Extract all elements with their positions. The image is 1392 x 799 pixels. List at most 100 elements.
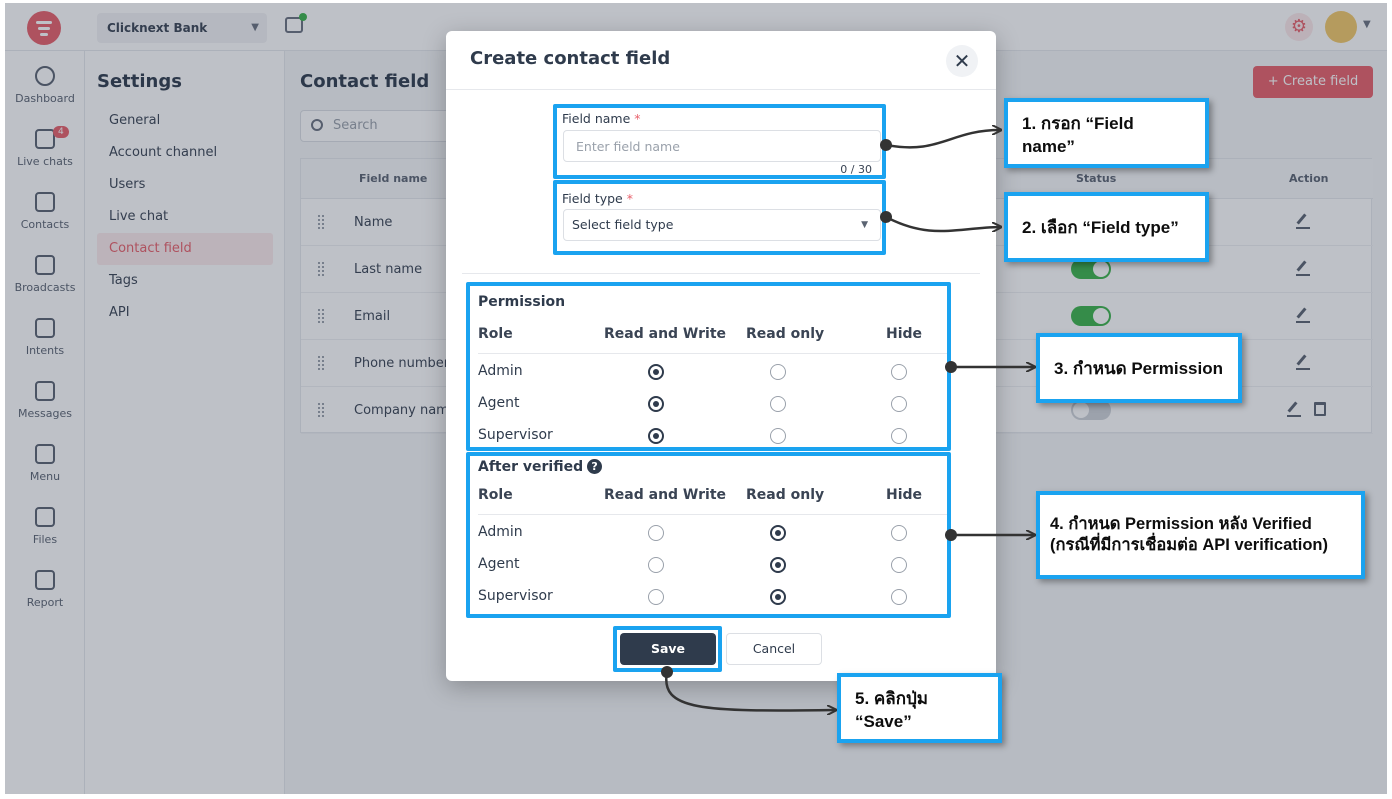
permission-agent-read-write-radio[interactable] <box>648 396 664 412</box>
callout-step5-text: 5. คลิกปุ่ม “Save” <box>855 688 928 731</box>
nav-label: Live chats <box>17 155 73 168</box>
nav-item-dashboard[interactable]: Dashboard <box>5 66 85 126</box>
create-field-button[interactable]: + Create field <box>1253 66 1373 98</box>
column-header-action: Action <box>1289 172 1329 185</box>
chevron-down-icon[interactable]: ▼ <box>1363 19 1371 30</box>
field-type-label-text: Field type <box>562 191 623 206</box>
nav-label: Files <box>32 533 58 546</box>
drag-handle-icon[interactable] <box>318 403 324 417</box>
callout-step2-text: 2. เลือก “Field type” <box>1022 217 1179 237</box>
col-read-only: Read only <box>746 487 825 503</box>
col-read-write: Read and Write <box>604 326 727 342</box>
permission-agent-hide-radio[interactable] <box>891 396 907 412</box>
nav-item-broadcasts[interactable]: Broadcasts <box>5 255 85 315</box>
notification-chat-icon[interactable] <box>285 13 307 33</box>
verified-supervisor-read-write-radio[interactable] <box>648 589 664 605</box>
modal-header-divider <box>446 89 996 90</box>
verified-admin-hide-radio[interactable] <box>891 525 907 541</box>
workspace-selector[interactable]: Clicknext Bank ▼ <box>97 13 267 43</box>
col-role: Role <box>478 326 513 342</box>
edit-icon[interactable] <box>1296 354 1310 370</box>
permission-admin-hide-radio[interactable] <box>891 364 907 380</box>
column-header-field-name: Field name <box>359 172 428 185</box>
page-title: Contact field <box>300 71 430 92</box>
callout-step4-line1: 4. กำหนด Permission หลัง Verified <box>1050 515 1312 533</box>
cancel-button[interactable]: Cancel <box>726 633 822 665</box>
edit-icon[interactable] <box>1296 213 1310 229</box>
role-agent: Agent <box>478 556 520 572</box>
verified-agent-hide-radio[interactable] <box>891 557 907 573</box>
drag-handle-icon[interactable] <box>318 356 324 370</box>
highlight-field-name <box>553 104 886 179</box>
settings-item-account-channel[interactable]: Account channel <box>109 145 218 160</box>
help-icon[interactable]: ? <box>587 459 603 474</box>
edit-icon[interactable] <box>1296 307 1310 323</box>
settings-item-live-chat[interactable]: Live chat <box>109 209 169 224</box>
permission-agent-read-only-radio[interactable] <box>770 396 786 412</box>
main-nav: Dashboard 4 Live chats Contacts Broadcas… <box>5 51 85 794</box>
highlight-permission <box>466 282 951 451</box>
nav-item-intents[interactable]: Intents <box>5 318 85 378</box>
close-icon[interactable]: ✕ <box>946 45 978 77</box>
verified-admin-read-write-radio[interactable] <box>648 525 664 541</box>
status-toggle[interactable] <box>1071 259 1111 279</box>
field-name-input[interactable] <box>563 130 881 162</box>
nav-item-contacts[interactable]: Contacts <box>5 192 85 252</box>
gear-icon[interactable]: ⚙ <box>1285 13 1313 41</box>
edit-icon[interactable] <box>1287 401 1301 417</box>
verified-supervisor-hide-radio[interactable] <box>891 589 907 605</box>
edit-icon[interactable] <box>1296 260 1310 276</box>
status-toggle[interactable] <box>1071 400 1111 420</box>
header-divider <box>478 353 948 354</box>
field-type-value: Select field type <box>572 217 674 232</box>
verified-admin-read-only-radio[interactable] <box>770 525 786 541</box>
nav-item-files[interactable]: Files <box>5 507 85 567</box>
drag-handle-icon[interactable] <box>318 309 324 323</box>
settings-item-tags[interactable]: Tags <box>109 273 138 288</box>
folder-icon <box>35 507 55 527</box>
ai-icon <box>35 318 55 338</box>
role-agent: Agent <box>478 395 520 411</box>
drag-handle-icon[interactable] <box>318 262 324 276</box>
callout-step4-line2: (กรณีที่มีการเชื่อมต่อ API verification) <box>1050 536 1328 554</box>
settings-item-api[interactable]: API <box>109 305 130 320</box>
status-toggle[interactable] <box>1071 306 1111 326</box>
top-bar: Clicknext Bank ▼ ⚙ ▼ <box>5 3 1387 51</box>
col-hide: Hide <box>886 487 923 503</box>
settings-item-contact-field[interactable]: Contact field <box>97 233 273 265</box>
callout-step3-text: 3. กำหนด Permission <box>1054 358 1223 378</box>
save-button[interactable]: Save <box>620 633 716 665</box>
permission-admin-read-write-radio[interactable] <box>648 364 664 380</box>
required-mark: * <box>626 191 633 206</box>
verified-supervisor-read-only-radio[interactable] <box>770 589 786 605</box>
trash-icon[interactable] <box>1314 402 1326 416</box>
nav-item-messages[interactable]: Messages <box>5 381 85 441</box>
field-name-cell: Name <box>354 215 393 230</box>
app-logo[interactable] <box>27 11 61 45</box>
grid-icon <box>35 444 55 464</box>
unread-badge: 4 <box>53 126 69 138</box>
role-admin: Admin <box>478 524 523 540</box>
nav-item-live-chats[interactable]: 4 Live chats <box>5 126 85 189</box>
settings-item-users[interactable]: Users <box>109 177 146 192</box>
permission-supervisor-read-only-radio[interactable] <box>770 428 786 444</box>
nav-item-menu[interactable]: Menu <box>5 444 85 504</box>
character-counter: 0 / 30 <box>840 163 872 176</box>
permission-supervisor-hide-radio[interactable] <box>891 428 907 444</box>
nav-item-report[interactable]: Report <box>5 570 85 630</box>
permission-admin-read-only-radio[interactable] <box>770 364 786 380</box>
drag-handle-icon[interactable] <box>318 215 324 229</box>
settings-item-general[interactable]: General <box>109 113 161 128</box>
callout-step4: 4. กำหนด Permission หลัง Verified (กรณีท… <box>1036 491 1365 579</box>
callout-step4-text: 4. กำหนด Permission หลัง Verified (กรณีท… <box>1050 514 1328 556</box>
verified-agent-read-write-radio[interactable] <box>648 557 664 573</box>
role-admin: Admin <box>478 363 523 379</box>
required-mark: * <box>634 111 641 126</box>
verified-agent-read-only-radio[interactable] <box>770 557 786 573</box>
highlight-after-verified <box>466 452 951 618</box>
permission-supervisor-read-write-radio[interactable] <box>648 428 664 444</box>
avatar[interactable] <box>1325 11 1357 43</box>
field-type-select[interactable]: Select field type ▼ <box>563 209 881 241</box>
field-name-cell: Email <box>354 309 391 324</box>
field-name-cell: Phone number <box>354 356 450 371</box>
